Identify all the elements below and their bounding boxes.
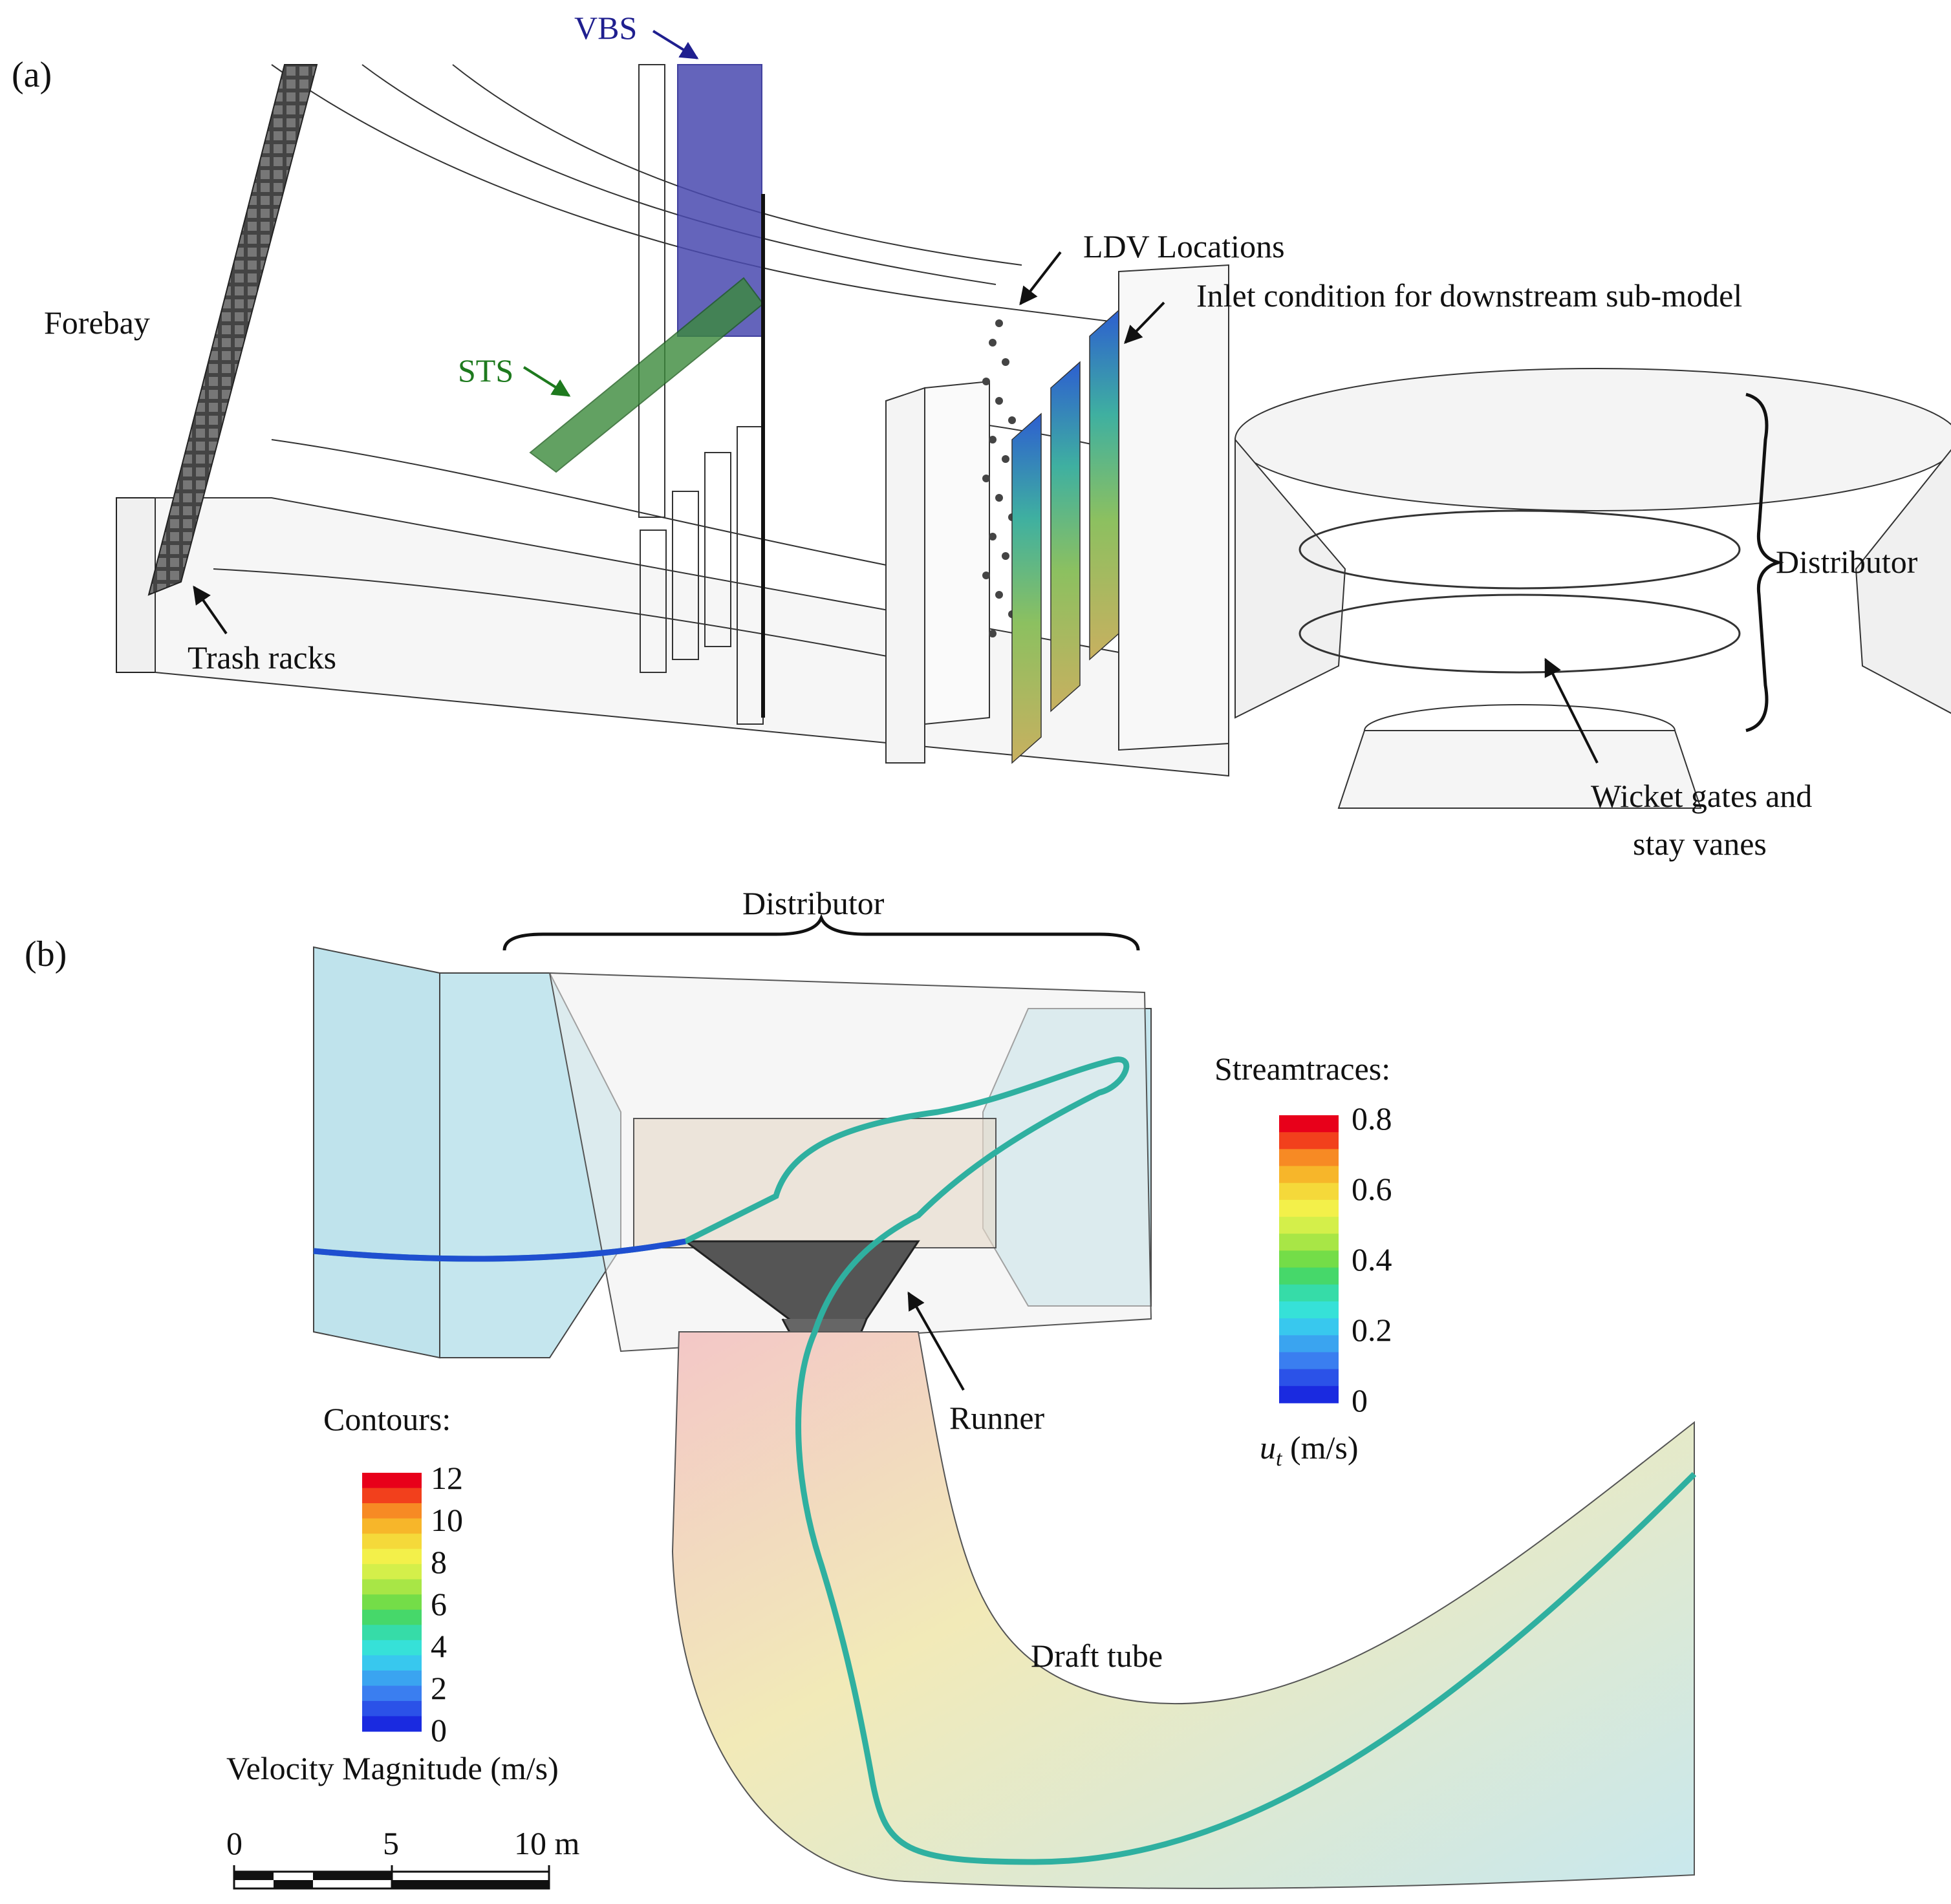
colorbar-segment: [1279, 1385, 1339, 1404]
colorbar-segment: [362, 1548, 422, 1565]
colorbar-segment: [362, 1534, 422, 1550]
streamtraces-tick: 0.2: [1352, 1312, 1392, 1348]
colorbar-segment: [1279, 1166, 1339, 1184]
label-inlet-condition: Inlet condition for downstream sub-model: [1196, 277, 1743, 314]
colorbar-segment: [362, 1625, 422, 1641]
colorbar-segment: [1279, 1267, 1339, 1285]
colorbar-segment: [1279, 1234, 1339, 1251]
contours-tick: 2: [431, 1670, 447, 1706]
colorbar-segment: [1279, 1318, 1339, 1336]
label-distributor-a: Distributor: [1776, 544, 1918, 580]
streamtraces-colorbar: [1279, 1115, 1339, 1404]
inlet-plane-2: [1050, 361, 1081, 712]
inlet-plane-3: [1089, 309, 1119, 661]
distributor-top: [1234, 368, 1951, 511]
distributor-wicket-gates: [1299, 594, 1741, 674]
colorbar-segment: [362, 1518, 422, 1534]
sts-screen: [529, 277, 764, 473]
contours-tick: 10: [431, 1502, 463, 1538]
streamtraces-caption-symbol: u: [1260, 1429, 1276, 1466]
contours-tick: 4: [431, 1628, 447, 1664]
panel-b-diagram: [313, 914, 1697, 1889]
contours-tick: 6: [431, 1586, 447, 1622]
brace-distributor-a: [1745, 392, 1785, 733]
colorbar-segment: [362, 1564, 422, 1580]
streamtrace: [313, 1056, 1697, 1865]
colorbar-segment: [1279, 1335, 1339, 1353]
scale-tick-10m: 10 m: [514, 1825, 580, 1861]
colorbar-segment: [362, 1670, 422, 1686]
streamtraces-tick: 0.8: [1352, 1100, 1392, 1137]
inflow-block-left: [313, 946, 440, 1359]
label-distributor-b: Distributor: [742, 885, 885, 921]
colorbar-segment: [1279, 1369, 1339, 1387]
colorbar-segment: [1279, 1250, 1339, 1268]
colorbar-segment: [362, 1488, 422, 1504]
colorbar-segment: [362, 1685, 422, 1702]
colorbar-segment: [1279, 1149, 1339, 1167]
label-draft-tube: Draft tube: [1031, 1638, 1163, 1674]
label-runner: Runner: [949, 1400, 1045, 1436]
colorbar-segment: [362, 1594, 422, 1610]
contours-tick: 8: [431, 1544, 447, 1580]
intake-roof-curve: [271, 64, 1229, 337]
scale-bar: [233, 1865, 550, 1890]
panel-a-tag: (a): [12, 55, 52, 95]
streamtraces-tick: 0.4: [1352, 1241, 1392, 1278]
contours-tick: 12: [431, 1460, 463, 1496]
contours-tick: 0: [431, 1712, 447, 1748]
inlet-plane-1: [1011, 412, 1042, 764]
colorbar-segment: [362, 1579, 422, 1595]
colorbar-segment: [362, 1700, 422, 1717]
label-vbs: VBS: [574, 10, 638, 46]
scale-tick-5: 5: [383, 1825, 399, 1861]
label-sts: STS: [458, 352, 514, 389]
label-trash-racks: Trash racks: [188, 639, 337, 676]
contours-colorbar: [362, 1473, 422, 1732]
label-ldv-locations: LDV Locations: [1083, 228, 1285, 264]
colorbar-segment: [362, 1655, 422, 1671]
contours-caption: Velocity Magnitude (m/s): [226, 1750, 559, 1786]
streamtraces-tick: 0: [1352, 1382, 1368, 1418]
colorbar-segment: [1279, 1301, 1339, 1319]
intake-base: [116, 497, 156, 673]
label-wicket-gates-2: stay vanes: [1633, 826, 1767, 862]
contours-title: Contours:: [323, 1401, 451, 1437]
distributor-stay-vanes: [1299, 509, 1741, 590]
colorbar-segment: [362, 1473, 422, 1489]
colorbar-segment: [1279, 1217, 1339, 1234]
pier-2: [924, 380, 990, 725]
label-wicket-gates-1: Wicket gates and: [1591, 778, 1813, 814]
pier-3: [1118, 264, 1229, 751]
colorbar-segment: [362, 1609, 422, 1625]
trash-rack: [147, 64, 318, 596]
scale-tick-0: 0: [226, 1825, 243, 1861]
panel-b-tag: (b): [25, 934, 67, 974]
colorbar-segment: [1279, 1132, 1339, 1150]
colorbar-segment: [1279, 1182, 1339, 1201]
draft-tube: [671, 1331, 1695, 1889]
colorbar-segment: [362, 1640, 422, 1656]
colorbar-segment: [362, 1716, 422, 1732]
colorbar-segment: [1279, 1115, 1339, 1133]
streamtraces-caption: ut (m/s): [1260, 1431, 1359, 1470]
streamtraces-caption-unit: (m/s): [1282, 1429, 1359, 1466]
colorbar-segment: [1279, 1284, 1339, 1302]
streamtraces-caption-subscript: t: [1276, 1447, 1282, 1471]
pier-1: [885, 387, 925, 764]
label-forebay: Forebay: [44, 305, 150, 341]
streamtraces-title: Streamtraces:: [1214, 1051, 1391, 1087]
colorbar-segment: [1279, 1352, 1339, 1370]
brace-distributor-b: [502, 914, 1140, 951]
colorbar-segment: [1279, 1199, 1339, 1217]
panel-a-diagram: [116, 30, 1951, 809]
colorbar-segment: [362, 1503, 422, 1519]
streamtraces-tick: 0.6: [1352, 1171, 1392, 1207]
